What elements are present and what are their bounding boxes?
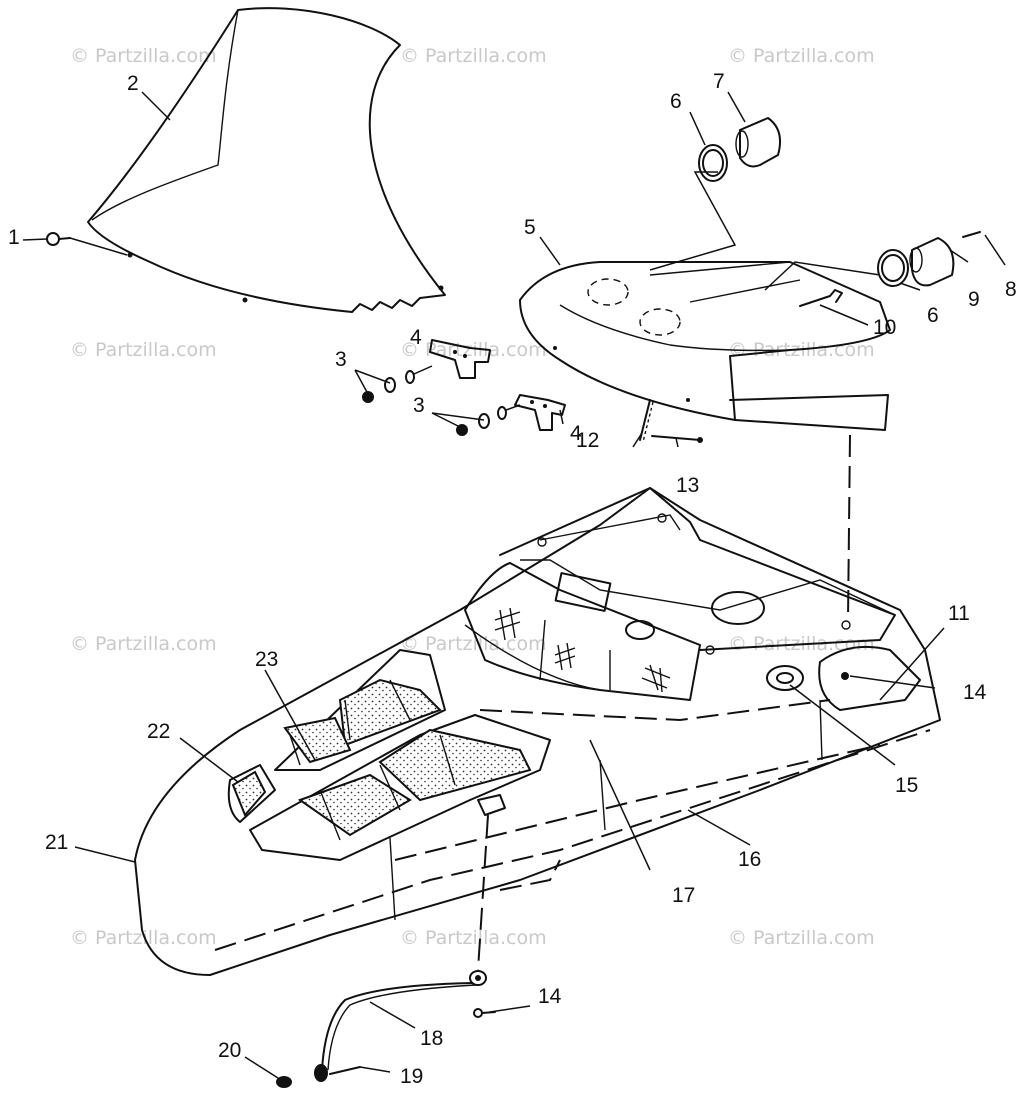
callout-23: 23 (255, 648, 278, 671)
watermark: © Partzilla.com (70, 633, 217, 655)
callout-22: 22 (147, 720, 170, 743)
callout-4: 4 (570, 422, 582, 445)
watermark: © Partzilla.com (728, 45, 875, 67)
watermark: © Partzilla.com (70, 45, 217, 67)
callout-20: 20 (218, 1039, 241, 1062)
watermark: © Partzilla.com (400, 927, 547, 949)
watermark: © Partzilla.com (400, 45, 547, 67)
callout-15: 15 (895, 774, 918, 797)
callout-5: 5 (524, 216, 536, 239)
callout-leaders (22, 91, 1006, 1079)
callout-14: 14 (538, 985, 562, 1008)
callout-12: 12 (576, 429, 599, 452)
callout-18: 18 (420, 1027, 443, 1050)
windshield-screw (46, 232, 128, 256)
console-screw (799, 289, 843, 307)
callout-4: 4 (410, 326, 422, 349)
callout-3: 3 (335, 348, 347, 371)
callout-16: 16 (738, 848, 761, 871)
watermark: © Partzilla.com (400, 633, 547, 655)
callout-9: 9 (968, 288, 980, 311)
callout-17: 17 (672, 884, 695, 907)
watermark: © Partzilla.com (70, 339, 217, 361)
callout-1: 1 (8, 226, 20, 249)
callout-21: 21 (45, 831, 68, 854)
callout-2: 2 (127, 72, 139, 95)
callout-6: 6 (670, 90, 682, 113)
alignment-lines (477, 434, 851, 971)
callout-labels: 1 2 3 4 3 4 5 6 7 8 9 6 10 12 13 11 14 1… (8, 70, 1017, 1088)
console-cover (519, 171, 891, 431)
callout-19: 19 (400, 1065, 423, 1088)
callout-6: 6 (927, 304, 939, 327)
watermark: © Partzilla.com (70, 927, 217, 949)
tachometer-gauge (764, 231, 981, 291)
callout-8: 8 (1005, 278, 1017, 301)
callout-3: 3 (413, 394, 425, 417)
watermark: © Partzilla.com (728, 927, 875, 949)
callout-7: 7 (713, 70, 725, 93)
watermark: © Partzilla.com (400, 339, 547, 361)
callout-10: 10 (873, 316, 896, 339)
watermarks: © Partzilla.com © Partzilla.com © Partzi… (70, 45, 875, 949)
callout-14: 14 (963, 681, 987, 704)
callout-11: 11 (948, 602, 970, 625)
speedometer-gauge (698, 117, 781, 182)
mounting-brackets (362, 339, 566, 436)
windshield (87, 7, 446, 313)
hood-cable (276, 970, 496, 1088)
callout-13: 13 (676, 474, 699, 497)
hood-assembly (134, 487, 941, 976)
